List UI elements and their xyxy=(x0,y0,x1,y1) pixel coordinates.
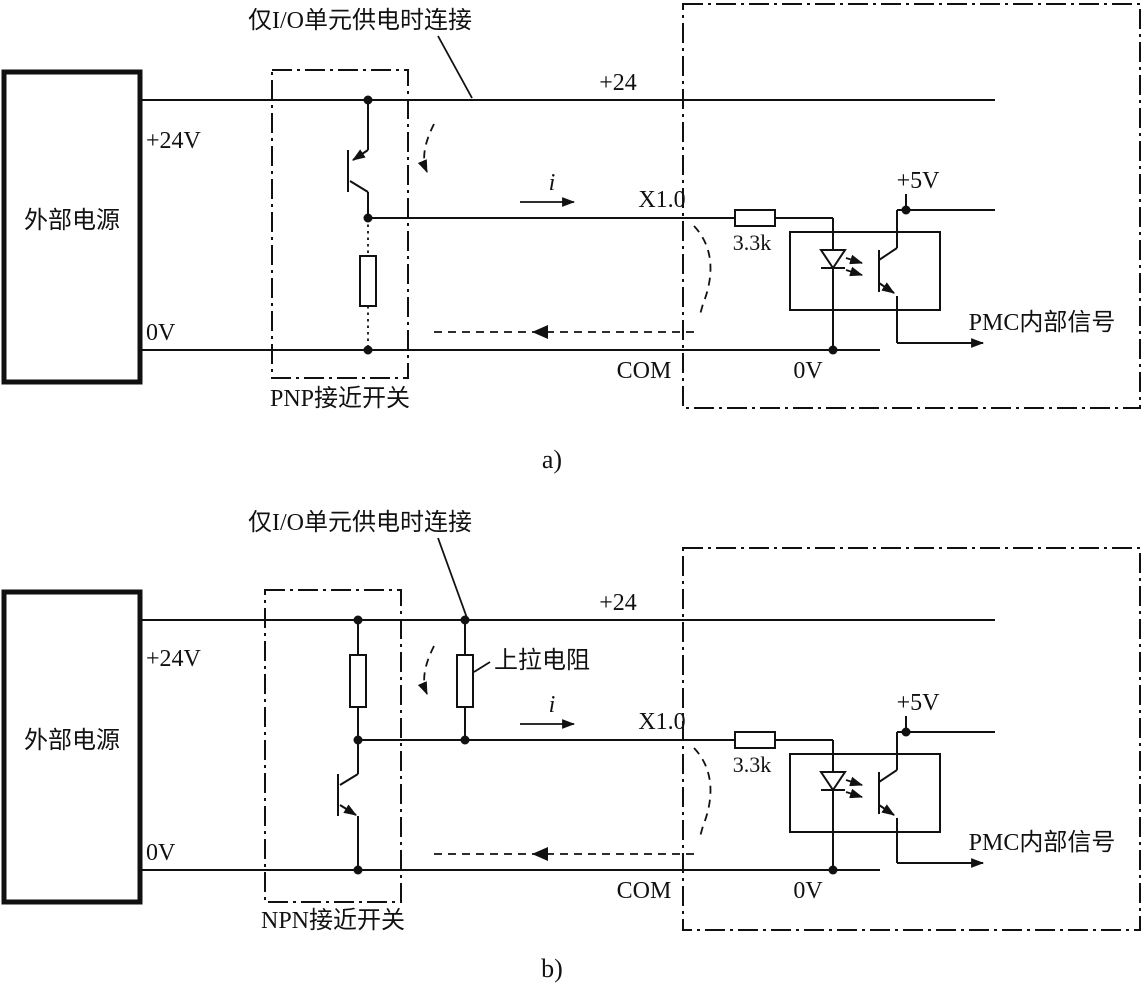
current-return-arrow xyxy=(532,847,548,861)
v5-label: +5V xyxy=(897,690,941,716)
input-resistor-label: 3.3k xyxy=(733,752,772,777)
panel-a-schematic: 外部电源 +24V 0V +24 仅I/O单元供电时连接 PNP接近开关 xyxy=(1,3,1141,474)
pullup-resistor xyxy=(456,615,474,745)
current-label: i xyxy=(549,170,556,196)
power-rails xyxy=(140,619,995,871)
panel-b-schematic: 外部电源 +24V 0V +24 仅I/O单元供电时连接 NPN接近开关 xyxy=(1,509,1141,983)
v24-label: +24V xyxy=(146,646,202,672)
current-path-right xyxy=(693,747,712,841)
external-power-box xyxy=(1,69,143,385)
pmc-label: PMC内部信号 xyxy=(969,309,1116,336)
opto-light-arrows xyxy=(845,776,864,799)
external-power-label: 外部电源 xyxy=(24,207,120,234)
v24-label: +24V xyxy=(146,128,202,154)
panel-b-caption: b) xyxy=(541,954,563,983)
external-power-label: 外部电源 xyxy=(24,727,120,754)
current-label: i xyxy=(549,692,556,718)
connect-note-leader xyxy=(437,35,473,99)
io-unit-box xyxy=(682,3,1141,409)
power-rails xyxy=(140,99,995,351)
v0-label: 0V xyxy=(146,840,176,866)
current-path-right xyxy=(693,225,712,319)
x10-label: X1.0 xyxy=(638,709,685,735)
switch-load-resistor xyxy=(349,615,367,745)
opto-led-symbol xyxy=(819,218,847,355)
pnp-switch-box xyxy=(271,69,409,379)
connect-note-leader xyxy=(437,537,468,619)
pullup-leader xyxy=(473,661,491,673)
external-power-box xyxy=(1,589,143,905)
current-path-down xyxy=(417,123,435,173)
switch-load-resistor xyxy=(359,218,377,355)
npn-switch-box xyxy=(264,589,402,903)
x10-label: X1.0 xyxy=(638,187,685,213)
pnp-switch-label: PNP接近开关 xyxy=(270,385,410,412)
connect-note: 仅I/O单元供电时连接 xyxy=(248,7,472,34)
input-resistor-label: 3.3k xyxy=(733,230,772,255)
pmc-label: PMC内部信号 xyxy=(969,829,1116,856)
optocoupler-box xyxy=(789,753,941,833)
com-label: COM xyxy=(617,878,672,904)
v5-label: +5V xyxy=(897,168,941,194)
v0-label: 0V xyxy=(146,320,176,346)
current-path-down xyxy=(417,645,435,695)
com-label: COM xyxy=(617,358,672,384)
pullup-label: 上拉电阻 xyxy=(494,647,590,674)
opto-light-arrows xyxy=(845,254,864,277)
internal-0v-label: 0V xyxy=(793,358,823,384)
rail24-label: +24 xyxy=(599,70,637,96)
input-resistor xyxy=(734,731,776,749)
opto-phototransistor-symbol xyxy=(878,732,898,863)
npn-switch-label: NPN接近开关 xyxy=(261,907,405,934)
opto-phototransistor-symbol xyxy=(878,210,898,343)
npn-transistor-symbol xyxy=(337,740,363,875)
internal-0v-label: 0V xyxy=(793,878,823,904)
current-return-arrow xyxy=(532,325,548,339)
v5-rail xyxy=(897,716,995,737)
pnp-transistor-symbol xyxy=(347,95,373,223)
connect-note: 仅I/O单元供电时连接 xyxy=(248,509,472,536)
rail24-label: +24 xyxy=(599,590,637,616)
opto-led-symbol xyxy=(819,740,847,875)
input-resistor xyxy=(734,209,776,227)
v5-rail xyxy=(897,194,995,215)
panel-a-caption: a) xyxy=(542,445,562,474)
optocoupler-box xyxy=(789,231,941,311)
